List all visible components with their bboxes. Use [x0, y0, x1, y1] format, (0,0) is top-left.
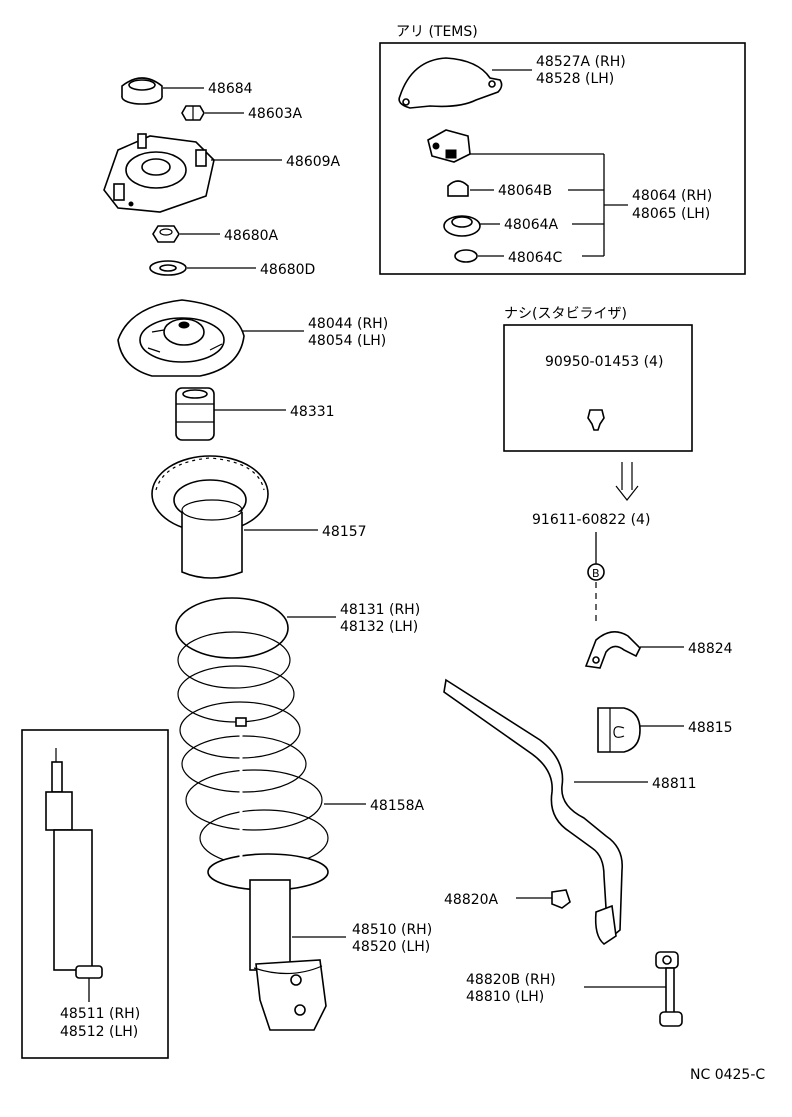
part-48609a-support: [103, 133, 215, 213]
marker-b-icon: [587, 563, 605, 581]
label-48684: 48684: [208, 81, 253, 97]
part-48510-strut: [235, 717, 327, 1031]
part-48131-coil-spring: [175, 597, 329, 891]
part-48044-upper-seat: [117, 299, 245, 377]
part-48680d-washer: [149, 260, 187, 276]
label-48510: 48510 (RH): [352, 922, 432, 938]
label-48528: 48528 (LH): [536, 71, 614, 87]
part-48064b-bushing: [447, 180, 469, 197]
label-48064b: 48064B: [498, 183, 552, 199]
label-48131: 48131 (RH): [340, 602, 420, 618]
arrow-down-icon: [615, 462, 639, 501]
label-48811: 48811: [652, 776, 697, 792]
label-48511: 48511 (RH): [60, 1006, 140, 1022]
label-48044: 48044 (RH): [308, 316, 388, 332]
part-48815-bushing: [597, 707, 641, 753]
part-48064a-bushing: [443, 215, 481, 237]
label-48603a: 48603A: [248, 106, 303, 122]
part-48157-bumper: [151, 455, 269, 579]
marker-b-label: B: [592, 567, 600, 580]
label-48512: 48512 (LH): [60, 1024, 138, 1040]
label-90950: 90950-01453 (4): [545, 354, 663, 370]
label-48331: 48331: [290, 404, 335, 420]
part-48511-cartridge: [45, 748, 103, 979]
part-48824-bracket: [584, 631, 641, 669]
part-48527a-cover: [398, 57, 503, 109]
label-48820b: 48820B (RH): [466, 972, 556, 988]
part-48331-bump-stopper: [175, 387, 215, 441]
part-48680a-nut: [152, 225, 180, 243]
part-48603a-nut: [181, 105, 205, 121]
label-48064a: 48064A: [504, 217, 559, 233]
label-48820a: 48820A: [444, 892, 499, 908]
group-tems-title: アリ (TEMS): [396, 24, 478, 40]
label-48065: 48065 (LH): [632, 206, 710, 222]
part-48820b-link: [655, 951, 683, 1027]
label-48520: 48520 (LH): [352, 939, 430, 955]
no-stabilizer-box: [503, 324, 693, 452]
label-48132: 48132 (LH): [340, 619, 418, 635]
part-48684-dust-cap: [121, 77, 163, 105]
label-48815: 48815: [688, 720, 733, 736]
part-48811-stabilizer-bar: [443, 678, 623, 945]
label-48064: 48064 (RH): [632, 188, 712, 204]
label-48054: 48054 (LH): [308, 333, 386, 349]
label-48064c: 48064C: [508, 250, 563, 266]
doc-code: NC 0425-C: [690, 1067, 765, 1083]
label-48158a: 48158A: [370, 798, 425, 814]
part-48064-actuator: [427, 129, 471, 163]
part-90950-clip: [587, 409, 605, 431]
label-91611: 91611-60822 (4): [532, 512, 650, 528]
cartridge-box: [21, 729, 169, 1059]
label-48527a: 48527A (RH): [536, 54, 626, 70]
group-no-stabilizer-title: ナシ(スタビライザ): [504, 306, 627, 322]
tems-box: [379, 42, 746, 275]
label-48609a: 48609A: [286, 154, 341, 170]
label-48680d: 48680D: [260, 262, 315, 278]
label-48810: 48810 (LH): [466, 989, 544, 1005]
label-48157: 48157: [322, 524, 367, 540]
part-48064c-ring: [454, 249, 478, 263]
label-48824: 48824: [688, 641, 733, 657]
label-48680a: 48680A: [224, 228, 279, 244]
part-48820a-nut: [551, 889, 571, 909]
